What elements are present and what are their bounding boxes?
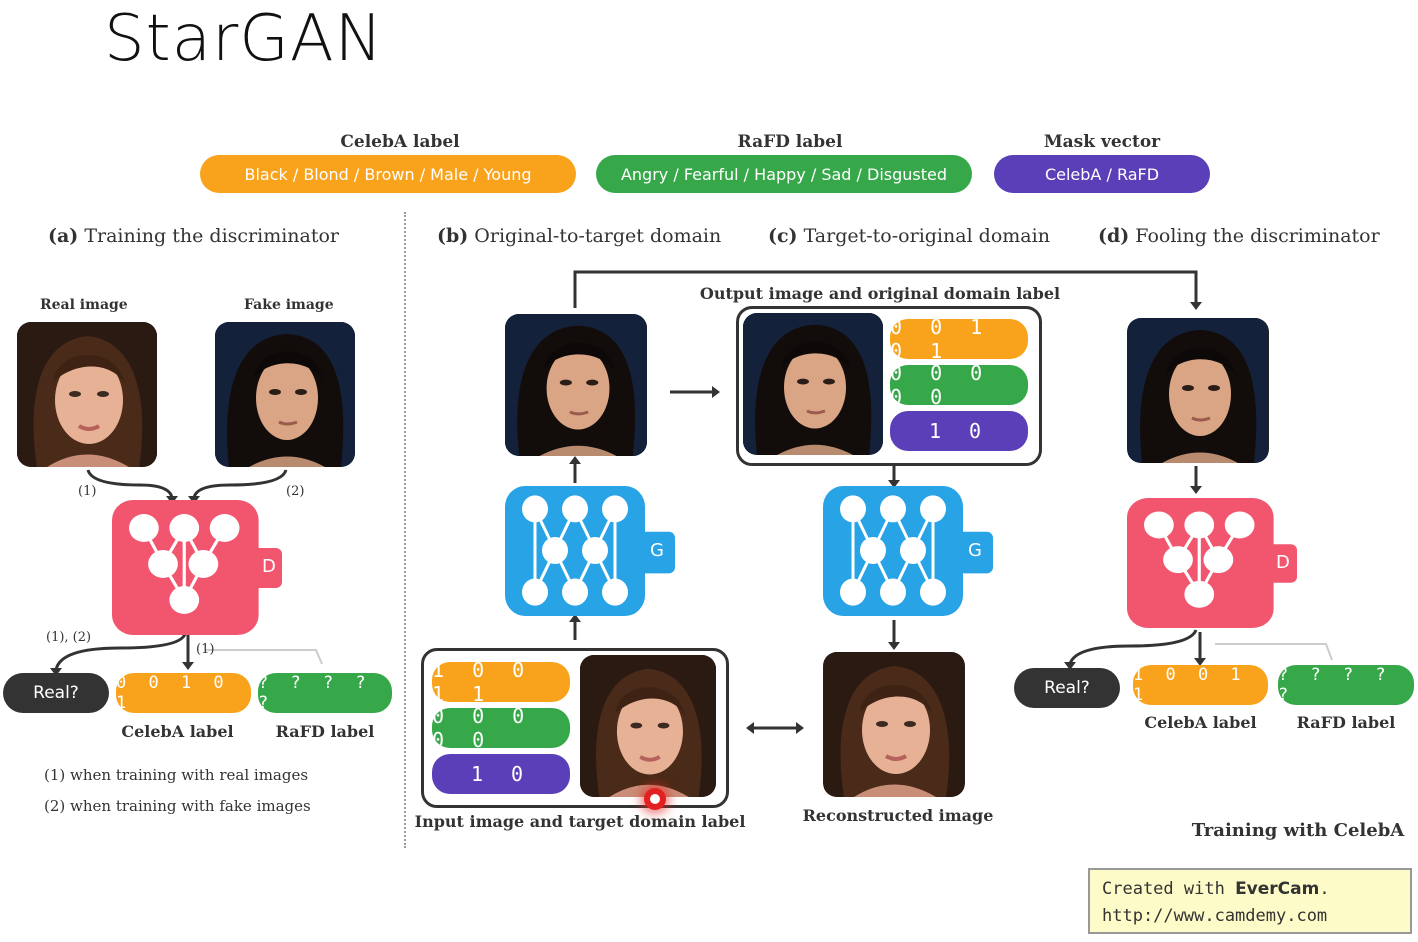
- panel-c-title: (c) Target-to-original domain: [768, 225, 1050, 247]
- footer-training: Training with CelebA: [1191, 820, 1405, 841]
- real-image-label: Real image: [40, 297, 128, 313]
- rafd-vector-c: 0 0 0 0 0: [890, 361, 1028, 409]
- real-question-d: Real?: [1014, 668, 1120, 708]
- discriminator-d: [1127, 498, 1297, 628]
- reconstructed-image: [823, 652, 965, 797]
- rafd-vector-d: ? ? ? ? ?: [1278, 665, 1414, 705]
- panel-a-title: (a) Training the discriminator: [48, 225, 340, 247]
- mask-vector-c: 1 0: [890, 411, 1028, 451]
- generator-b-label: G: [650, 540, 664, 561]
- note-1: (1) when training with real images: [44, 766, 309, 784]
- edge-12-label: (1), (2): [46, 630, 92, 645]
- generated-image-b: [505, 314, 647, 456]
- cursor-indicator: [644, 788, 666, 810]
- celeba-pill: Black / Blond / Brown / Male / Young: [200, 155, 576, 193]
- mask-header: Mask vector: [1043, 132, 1161, 152]
- slide-title: StarGAN: [104, 2, 384, 76]
- celeba-vector-d: 1 0 0 1 1: [1133, 665, 1268, 705]
- note-2: (2) when training with fake images: [44, 797, 311, 815]
- rafd-vector-b: 0 0 0 0 0: [432, 704, 570, 752]
- generated-image-d: [1127, 318, 1269, 463]
- panel-b-title: (b) Original-to-target domain: [437, 225, 722, 247]
- rafd-vector-a: ? ? ? ? ?: [258, 673, 392, 713]
- fake-image-label: Fake image: [244, 297, 334, 313]
- rafd-caption-a: RaFD label: [275, 722, 375, 741]
- panel-divider: [404, 212, 406, 848]
- rafd-pill: Angry / Fearful / Happy / Sad / Disguste…: [596, 155, 972, 193]
- celeba-caption-a: CelebA label: [121, 722, 234, 741]
- output-caption: Output image and original domain label: [699, 284, 1061, 303]
- real-image: [17, 322, 157, 467]
- mask-vector-b: 1 0: [432, 754, 570, 794]
- fake-image: [215, 322, 355, 467]
- discriminator-d-label: D: [1276, 552, 1290, 573]
- rafd-header: RaFD label: [737, 132, 843, 152]
- discriminator-a: [112, 500, 282, 635]
- output-image: [743, 313, 883, 455]
- celeba-vector-c: 0 0 1 0 1: [890, 315, 1028, 363]
- edge-1b-label: (1): [196, 642, 215, 657]
- rafd-caption-d: RaFD label: [1296, 713, 1396, 732]
- celeba-vector-b: 1 0 0 1 1: [432, 658, 570, 706]
- generator-c-label: G: [968, 540, 982, 561]
- celeba-caption-d: CelebA label: [1144, 713, 1257, 732]
- mask-pill: CelebA / RaFD: [994, 155, 1210, 193]
- celeba-vector-a: 0 0 1 0 1: [116, 673, 251, 713]
- input-caption: Input image and target domain label: [414, 812, 746, 831]
- input-image: [580, 655, 716, 797]
- edge-1-label: (1): [78, 484, 97, 499]
- panel-d-title: (d) Fooling the discriminator: [1098, 225, 1380, 247]
- edge-2-label: (2): [286, 484, 305, 499]
- real-question-a: Real?: [3, 673, 109, 713]
- recon-caption: Reconstructed image: [802, 806, 994, 825]
- evercam-watermark: Created with EverCam. http://www.camdemy…: [1088, 868, 1412, 934]
- celeba-header: CelebA label: [340, 132, 460, 152]
- watermark-url: http://www.camdemy.com: [1102, 906, 1328, 926]
- discriminator-a-label: D: [262, 556, 276, 577]
